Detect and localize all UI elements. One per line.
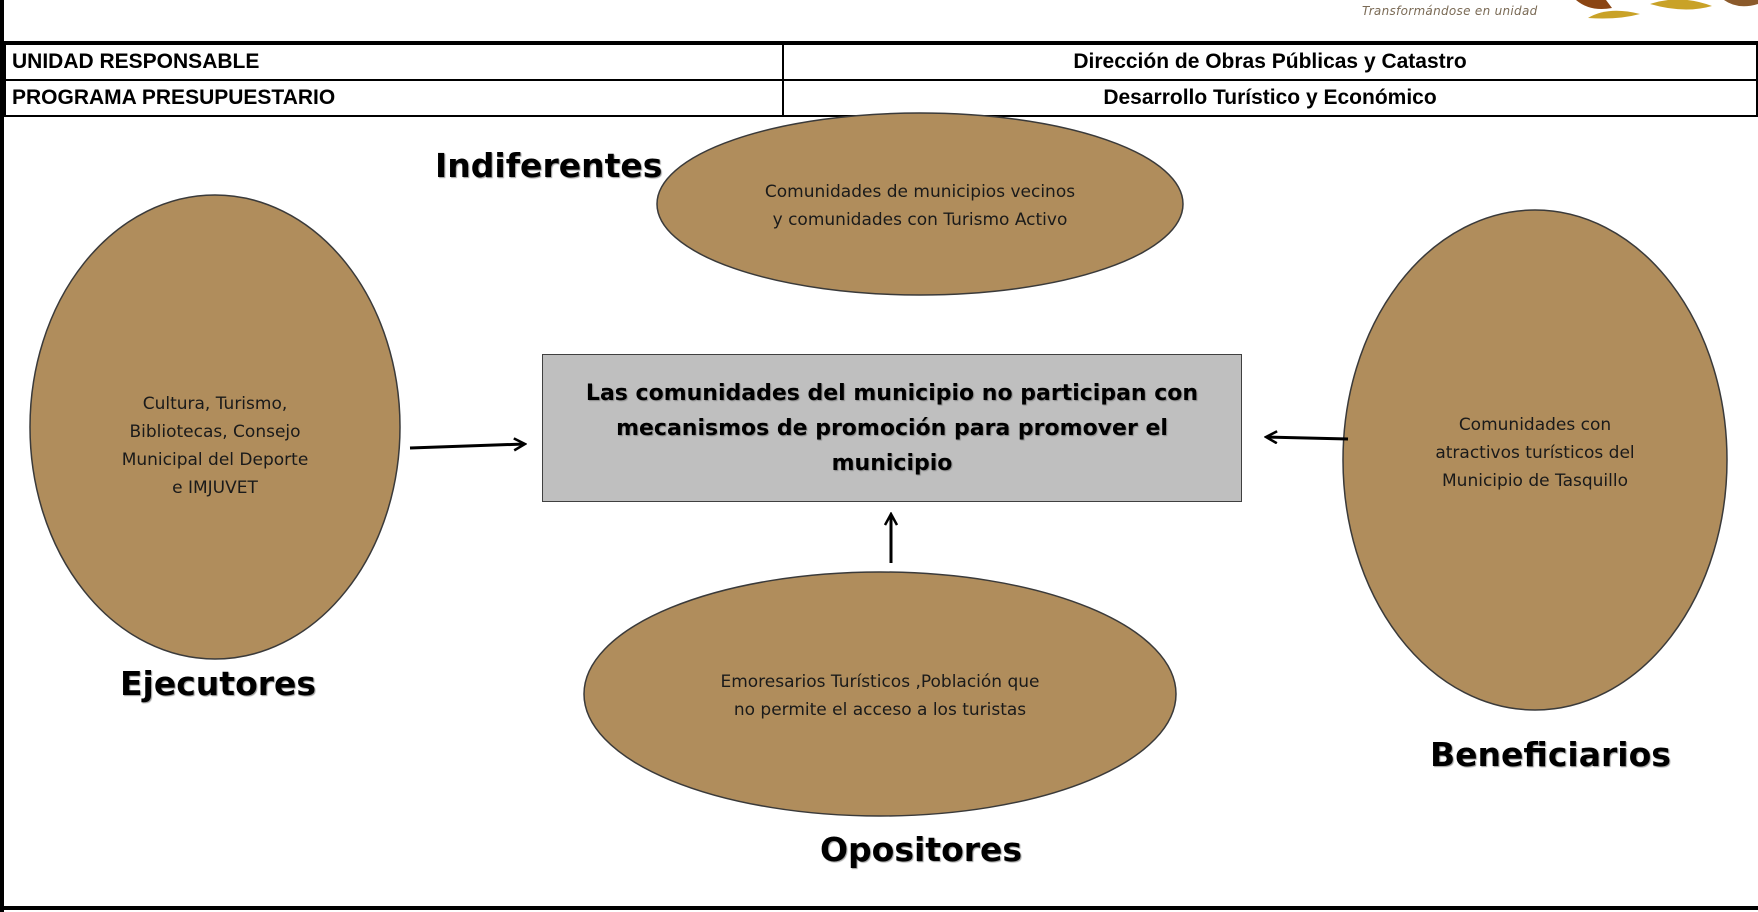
opositores-line: no permite el acceso a los turistas [733,700,1027,720]
beneficiarios-line: atractivos turísticos del [1435,443,1635,463]
frame-left-border [0,0,4,912]
indiferentes-line: y comunidades con Turismo Activo [772,210,1068,230]
logo-graphic [1576,0,1758,19]
ejecutores-line: Municipal del Deporte [121,450,309,470]
header-info-table: UNIDAD RESPONSABLE Dirección de Obras Pú… [4,41,1758,117]
beneficiarios-title: Beneficiarios [1430,735,1671,774]
beneficiarios-description: Comunidades con atractivos turísticos de… [1405,411,1665,495]
ejecutores-line: e IMJUVET [172,478,258,498]
programa-presupuestario-value: Desarrollo Turístico y Económico [782,79,1758,117]
beneficiarios-line: Municipio de Tasquillo [1442,471,1628,491]
opositores-line: Emoresarios Turísticos ,Población que [720,672,1040,692]
logo-tagline: Transformándose en unidad [1362,4,1538,18]
programa-presupuestario-label: PROGRAMA PRESUPUESTARIO [4,79,784,117]
indiferentes-line: Comunidades de municipios vecinos [764,182,1076,202]
beneficiarios-line: Comunidades con [1458,415,1612,435]
indiferentes-description: Comunidades de municipios vecinos y comu… [700,178,1140,234]
arrow-ejecutores-to-problem [409,444,525,448]
logo: Transformándose en unidad [1340,0,1758,30]
ejecutores-ellipse [29,194,401,660]
opositores-title: Opositores [820,830,1023,869]
arrow-beneficiarios-to-problem [1266,437,1349,439]
central-problem-box: Las comunidades del municipio no partici… [542,354,1242,502]
table-row: UNIDAD RESPONSABLE Dirección de Obras Pú… [4,41,1758,81]
ejecutores-description: Cultura, Turismo, Bibliotecas, Consejo M… [80,390,350,502]
opositores-ellipse [583,571,1177,817]
indiferentes-ellipse [656,112,1184,296]
table-row: PROGRAMA PRESUPUESTARIO Desarrollo Turís… [4,79,1758,117]
unidad-responsable-value: Dirección de Obras Públicas y Catastro [782,41,1758,81]
ejecutores-line: Cultura, Turismo, [142,394,288,414]
central-problem-text: Las comunidades del municipio no partici… [585,380,1199,476]
frame-bottom-border [0,906,1758,910]
indiferentes-title: Indiferentes [435,146,663,185]
ejecutores-line: Bibliotecas, Consejo [129,422,301,442]
beneficiarios-ellipse [1342,209,1728,711]
unidad-responsable-label: UNIDAD RESPONSABLE [4,41,784,81]
opositores-description: Emoresarios Turísticos ,Población que no… [650,668,1110,724]
ejecutores-title: Ejecutores [120,664,317,703]
